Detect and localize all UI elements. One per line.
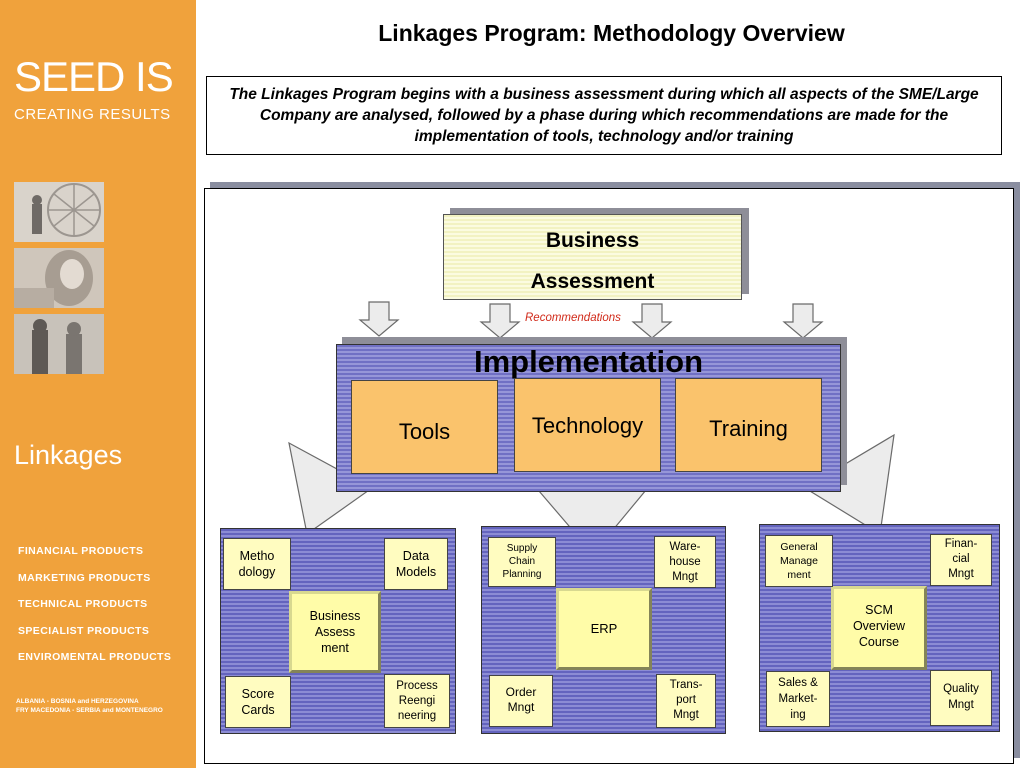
- panel1-data-models-line-2: Models: [395, 565, 437, 579]
- brand-logo-text: SEED IS: [14, 53, 174, 100]
- nav-item-technical-products[interactable]: TECHNICAL PRODUCTS: [18, 598, 148, 610]
- panel1-process-reengineering: Process Reengi neering: [384, 674, 450, 728]
- assessment-line-2: Assessment: [530, 270, 655, 293]
- panel2-order-line-1: Order: [505, 685, 537, 699]
- assessment-line-1: Business: [545, 229, 640, 252]
- panel1-data-models-line-1: Data: [402, 549, 430, 563]
- panel3-financial-line-2: cial: [952, 553, 970, 565]
- nav-item-enviromental-products[interactable]: ENVIROMENTAL PRODUCTS: [18, 651, 172, 663]
- region-line-2: FRY MACEDONIA - SERBIA and MONTENEGRO: [16, 707, 163, 714]
- panel1-score-cards-line-2: Cards: [241, 703, 275, 717]
- impl-label-training: Training: [709, 416, 788, 441]
- sidebar-divider: [196, 0, 199, 768]
- intro-text-box: The Linkages Program begins with a busin…: [206, 76, 1002, 155]
- panel3-quality-mngt: Quality Mngt: [930, 670, 992, 726]
- page-title: Linkages Program: Methodology Overview: [378, 20, 845, 46]
- panel2-warehouse-line-3: Mngt: [672, 571, 698, 583]
- panel3-sales-line-2: Market-: [778, 693, 818, 705]
- panel3-sales-marketing: Sales & Market- ing: [766, 671, 830, 727]
- impl-box-technology: Technology: [514, 378, 661, 472]
- nav-item-specialist-products[interactable]: SPECIALIST PRODUCTS: [18, 624, 150, 637]
- panel2-transport-line-3: Mngt: [673, 709, 699, 721]
- panel3-center-line-3: Course: [858, 635, 900, 649]
- impl-box-training: Training: [675, 378, 822, 472]
- panel3-center-line-1: SCM: [865, 603, 893, 617]
- panel3-sales-line-1: Sales &: [778, 677, 818, 689]
- recommendations-label: Recommendations: [525, 312, 621, 324]
- panel2-center-line-1: ERP: [590, 621, 618, 636]
- panel3-financial-mngt: Finan- cial Mngt: [930, 534, 992, 586]
- panel1-methodology-line-2: dology: [238, 565, 276, 579]
- panel1-center-business-assessment: Business Assess ment: [289, 591, 381, 673]
- panel2-center-erp: ERP: [556, 588, 652, 670]
- panel3-general-management: General Manage ment: [765, 535, 833, 587]
- sidebar: SEED IS CREATING RESULTS Linkages FINANC: [0, 0, 196, 768]
- photo-thumbnail-1: [14, 182, 104, 242]
- panel2-warehouse-line-1: Ware-: [669, 541, 701, 553]
- panel3-general-line-1: General: [780, 541, 818, 553]
- panel1-center-line-2: Assess: [314, 625, 356, 639]
- business-assessment-box: Business Assessment: [443, 214, 742, 300]
- nav-item-financial-products[interactable]: FINANCIAL PRODUCTS: [18, 545, 144, 557]
- photo-thumbnail-3: [14, 314, 104, 374]
- photo-thumbnail-2: [14, 248, 104, 308]
- panel2-supply-chain-planning: Supply Chain Planning: [488, 537, 556, 587]
- panel3-quality-line-2: Mngt: [948, 699, 974, 711]
- panel1-process-line-2: Reengi: [398, 695, 436, 707]
- nav-item-marketing-products[interactable]: MARKETING PRODUCTS: [18, 571, 151, 584]
- panel3-center-scm-course: SCM Overview Course: [831, 586, 927, 670]
- panel1-methodology: Metho dology: [223, 538, 291, 590]
- impl-label-technology: Technology: [531, 413, 644, 438]
- panel1-methodology-line-1: Metho: [239, 549, 275, 563]
- panel1-process-line-1: Process: [396, 680, 438, 692]
- brand-tagline: CREATING RESULTS: [14, 106, 171, 123]
- panel2-supply-line-2: Chain: [508, 556, 536, 567]
- panel3-financial-line-1: Finan-: [944, 538, 978, 550]
- panel2-supply-line-3: Planning: [502, 569, 542, 580]
- panel2-transport-line-1: Trans-: [669, 679, 703, 691]
- region-list: ALBANIA - BOSNIA and HERZEGOVINA FRY MAC…: [16, 697, 163, 715]
- panel3-center-line-2: Overview: [852, 619, 906, 633]
- panel3-general-line-3: ment: [787, 569, 811, 581]
- panel1-center-line-3: ment: [321, 641, 349, 655]
- panel2-warehouse-line-2: house: [669, 556, 701, 568]
- panel1-center-line-1: Business: [309, 609, 361, 623]
- panel3-financial-line-3: Mngt: [948, 568, 974, 580]
- panel2-transport-mngt: Trans- port Mngt: [656, 674, 716, 728]
- impl-label-tools: Tools: [398, 419, 451, 444]
- panel3-sales-line-3: ing: [790, 709, 806, 721]
- impl-box-tools: Tools: [351, 380, 498, 474]
- program-name: Linkages: [14, 440, 123, 470]
- product-nav: FINANCIAL PRODUCTS MARKETING PRODUCTS TE…: [18, 544, 171, 677]
- panel1-data-models: Data Models: [384, 538, 448, 590]
- panel1-process-line-3: neering: [397, 710, 437, 722]
- implementation-title: Implementation: [473, 344, 704, 379]
- panel3-quality-line-1: Quality: [943, 683, 979, 695]
- region-line-1: ALBANIA - BOSNIA and HERZEGOVINA: [16, 698, 139, 705]
- panel2-order-line-2: Mngt: [507, 700, 535, 714]
- panel2-order-mngt: Order Mngt: [489, 675, 553, 727]
- panel2-warehouse-mngt: Ware- house Mngt: [654, 536, 716, 588]
- panel2-supply-line-1: Supply: [506, 543, 538, 554]
- panel3-general-line-2: Manage: [780, 555, 818, 567]
- panel1-score-cards-line-1: Score: [241, 687, 275, 701]
- panel1-score-cards: Score Cards: [225, 676, 291, 728]
- panel2-transport-line-2: port: [676, 694, 696, 706]
